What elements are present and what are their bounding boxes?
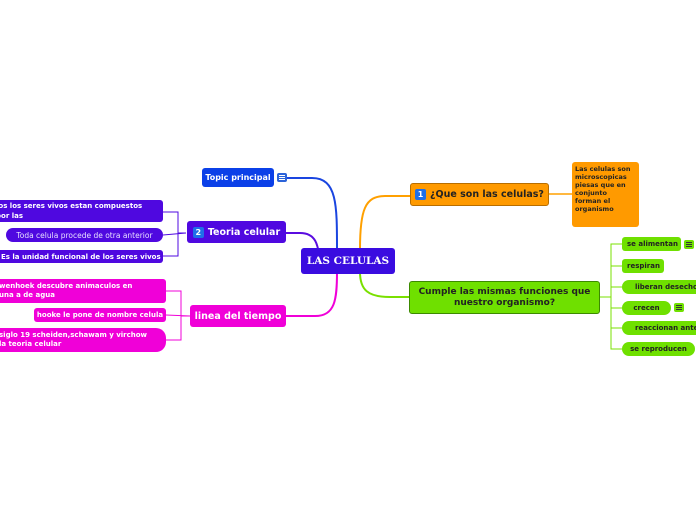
note-icon[interactable] — [684, 240, 694, 249]
teoria-child-1-label: los los seres vivos estan compuestos por… — [0, 202, 143, 220]
number-badge-icon: 2 — [192, 226, 204, 238]
central-node[interactable]: LAS CELULAS — [301, 248, 395, 274]
linea-child-1-label: wenhoek descubre animaculos en una a de … — [0, 282, 133, 299]
number-badge-icon: 1 — [415, 189, 427, 200]
linea-child-1[interactable]: wenhoek descubre animaculos en una a de … — [0, 279, 166, 303]
cumple-child-1-label: se alimentan — [627, 240, 678, 248]
cumple-child-4[interactable]: crecen — [622, 301, 671, 315]
cumple-label: Cumple las mismas funciones que nuestro … — [418, 286, 591, 308]
note-icon[interactable] — [674, 303, 684, 312]
cumple-child-6-label: se reproducen — [630, 345, 687, 353]
que-son-node[interactable]: 1 ¿Que son las celulas? — [410, 183, 549, 206]
linea-child-2[interactable]: hooke le pone de nombre celula — [34, 308, 166, 322]
teoria-child-3[interactable]: Es la unidad funcional de los seres vivo… — [0, 250, 163, 263]
cumple-child-2[interactable]: respiran — [622, 259, 664, 273]
teoria-child-2-label: Toda celula procede de otra anterior — [16, 230, 153, 240]
cumple-node[interactable]: Cumple las mismas funciones que nuestro … — [409, 281, 600, 314]
linea-child-3[interactable]: siglo 19 scheiden,schawam y virchow la t… — [0, 328, 166, 352]
topic-principal-node[interactable]: Topic principal — [202, 168, 274, 187]
cumple-child-5[interactable]: reaccionan ante — [622, 321, 696, 335]
linea-child-2-label: hooke le pone de nombre celula — [36, 311, 164, 319]
teoria-child-1[interactable]: los los seres vivos estan compuestos por… — [0, 200, 163, 222]
teoria-celular-node[interactable]: 2 Teoria celular — [187, 221, 286, 243]
cumple-child-2-label: respiran — [627, 262, 660, 270]
cumple-child-6[interactable]: se reproducen — [622, 342, 695, 356]
teoria-child-3-label: Es la unidad funcional de los seres vivo… — [1, 252, 161, 261]
cumple-child-3[interactable]: liberan desecho — [622, 280, 696, 294]
cumple-child-1[interactable]: se alimentan — [622, 237, 681, 251]
cumple-child-5-label: reaccionan ante — [635, 324, 696, 332]
cumple-child-3-label: liberan desecho — [635, 283, 696, 291]
teoria-celular-label: Teoria celular — [207, 226, 281, 238]
central-label: LAS CELULAS — [306, 255, 390, 267]
que-son-child-label: Las celulas son microscopicas piesas que… — [575, 165, 631, 213]
linea-child-3-label: siglo 19 scheiden,schawam y virchow la t… — [0, 331, 148, 348]
teoria-child-2[interactable]: Toda celula procede de otra anterior — [6, 228, 163, 242]
linea-tiempo-node[interactable]: linea del tiempo — [190, 305, 286, 327]
que-son-label: ¿Que son las celulas? — [430, 189, 544, 200]
que-son-child[interactable]: Las celulas son microscopicas piesas que… — [572, 162, 639, 227]
note-icon[interactable] — [277, 173, 287, 182]
linea-tiempo-label: linea del tiempo — [194, 310, 282, 322]
cumple-child-4-label: crecen — [633, 304, 660, 312]
topic-principal-label: Topic principal — [205, 173, 271, 182]
